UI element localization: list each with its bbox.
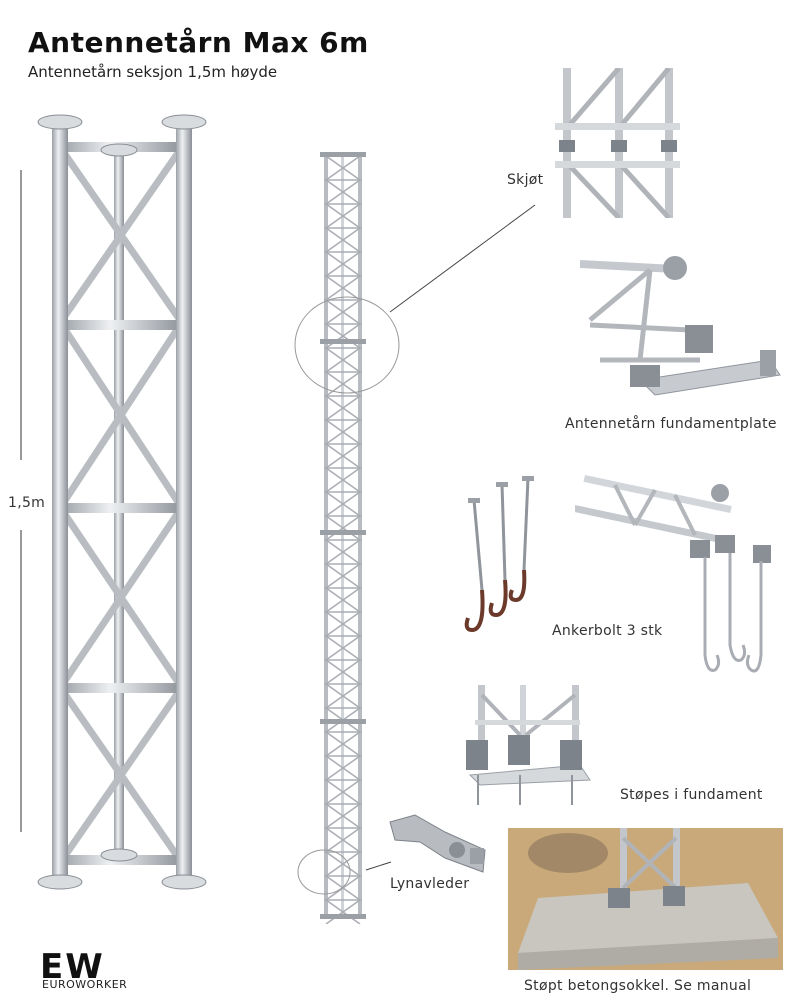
- height-label: 1,5m: [8, 495, 46, 511]
- cast-foundation-photo: [466, 685, 591, 805]
- euroworker-logo: EW: [40, 950, 105, 980]
- base-plate-photo: [580, 256, 781, 396]
- joint-callout-pointer: [294, 204, 536, 394]
- concrete-base-label: Støpt betongsokkel. Se manual: [524, 978, 752, 994]
- base-plate-label: Antennetårn fundamentplate: [565, 416, 777, 432]
- dimension-line: [20, 170, 22, 832]
- page-title: Antennetårn Max 6m: [28, 26, 369, 59]
- joint-photo: [555, 68, 680, 218]
- lightning-rod-label: Lynavleder: [390, 876, 470, 892]
- anchor-bolt-label: Ankerbolt 3 stk: [552, 623, 663, 639]
- tower-section-image: [37, 114, 207, 890]
- cast-foundation-label: Støpes i fundament: [620, 787, 763, 803]
- concrete-base-photo: [508, 828, 783, 970]
- anchor-mount-photo: [575, 475, 771, 673]
- page-subtitle: Antennetårn seksjon 1,5m høyde: [28, 63, 278, 81]
- logo-text: EUROWORKER: [42, 978, 128, 991]
- full-tower-image: [320, 152, 366, 924]
- joint-label: Skjøt: [507, 172, 544, 188]
- lightning-callout-pointer: [297, 849, 392, 895]
- svg-text:EW: EW: [40, 950, 105, 980]
- anchor-bolts-photo: [464, 476, 534, 633]
- lightning-rod-photo: [389, 814, 486, 873]
